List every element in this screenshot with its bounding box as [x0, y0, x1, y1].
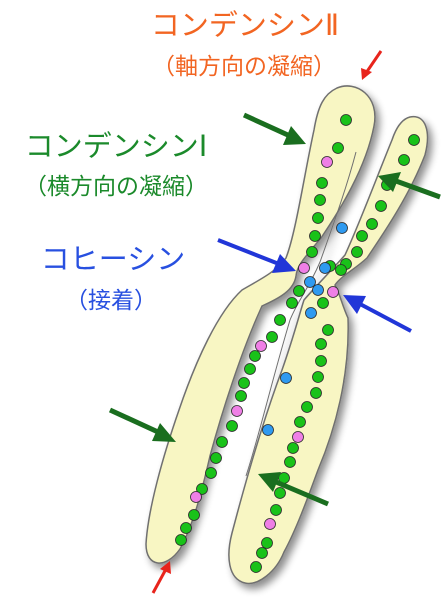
cohesin-title: コヒーシン [41, 242, 185, 276]
condensin-dot [315, 195, 326, 206]
condensin-dot [313, 213, 324, 224]
condensin2-title: コンデンシンⅡ [151, 8, 339, 42]
condensin-dot [313, 372, 324, 383]
condensin-dot [245, 364, 256, 375]
condensin-dot [267, 332, 278, 343]
cohesin-dot [281, 373, 292, 384]
green-arrow-3 [110, 410, 176, 442]
condensin-dot [262, 538, 273, 549]
condensin-dot [275, 488, 286, 499]
condensin-dot [318, 298, 329, 309]
condensin-dot [399, 155, 410, 166]
condensin-dot [341, 115, 352, 126]
condensin2-dot [256, 341, 267, 352]
condensin-dot [357, 231, 368, 242]
condensin2-subtitle: （軸方向の凝縮） [152, 54, 336, 80]
condensin-dot [176, 535, 187, 546]
cohesin-dot [337, 223, 348, 234]
red-arrow-top [361, 51, 381, 80]
condensin-dot [295, 417, 306, 428]
red-arrow-bottom [153, 561, 171, 593]
cohesin-dot [313, 285, 324, 296]
condensin-dot [316, 356, 327, 367]
cohesin-dot [263, 425, 274, 436]
condensin1-subtitle: （横方向の凝縮） [24, 174, 208, 200]
condensin-dot [206, 468, 217, 479]
condensin-dot [307, 247, 318, 258]
condensin-dot [251, 562, 262, 573]
condensin2-dot [232, 406, 243, 417]
condensin-dot [352, 247, 363, 258]
condensin-dot [227, 421, 238, 432]
condensin-dot [288, 443, 299, 454]
condensin-dot [239, 378, 250, 389]
condensin-dot [275, 315, 286, 326]
condensin-dot [250, 351, 261, 362]
condensin-dot [236, 391, 247, 402]
cohesin-subtitle: （接着） [65, 288, 157, 314]
condensin-dot [211, 453, 222, 464]
condensin-dot [310, 231, 321, 242]
condensin-dot [409, 135, 420, 146]
condensin2-dot [293, 432, 304, 443]
blue-arrow-1 [218, 240, 296, 273]
condensin2-dot [299, 263, 310, 274]
condensin2-dot [191, 492, 202, 503]
condensin-dot [316, 339, 327, 350]
condensin-dot [317, 178, 328, 189]
cohesin-dot [306, 308, 317, 319]
condensin2-dot [328, 287, 339, 298]
condensin-dot [333, 143, 344, 154]
cohesin-dot [320, 263, 331, 274]
condensin-dot [181, 523, 192, 534]
blue-arrow-2 [343, 295, 411, 331]
condensin-dot [376, 201, 387, 212]
condensin-dot [285, 457, 296, 468]
condensin-dot [323, 325, 334, 336]
condensin-dot [271, 505, 282, 516]
condensin-dot [189, 510, 200, 521]
condensin-dot [311, 388, 322, 399]
condensin-dot [336, 265, 347, 276]
condensin1-title: コンデンシンⅠ [25, 129, 208, 163]
condensin2-dot [265, 519, 276, 530]
condensin-dot [294, 286, 305, 297]
condensin-dot [257, 548, 268, 559]
green-arrow-1 [244, 115, 306, 145]
condensin-dot [287, 298, 298, 309]
condensin-dot [217, 437, 228, 448]
condensin-dot [302, 402, 313, 413]
condensin2-dot [322, 157, 333, 168]
condensin-dot [367, 219, 378, 230]
